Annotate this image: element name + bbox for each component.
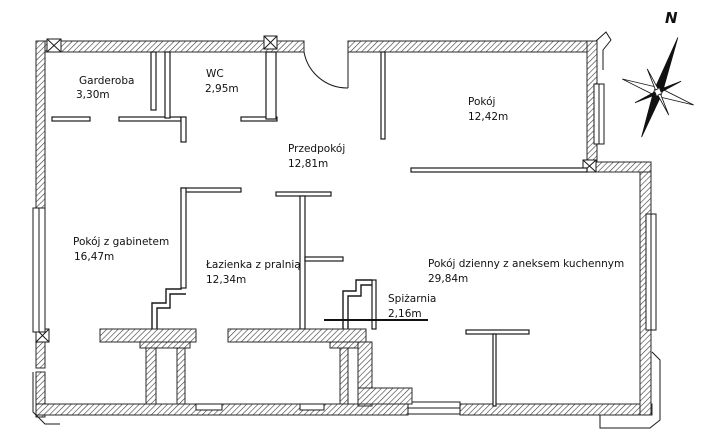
compass-point-e: [659, 89, 694, 106]
shafts: [145, 341, 413, 407]
compass-diag-4: [646, 68, 659, 91]
wall-left-lower: [35, 371, 46, 418]
steps-pantry: [342, 279, 372, 329]
label-wc-area: 2,95m: [205, 83, 239, 95]
steps-pantry-inner: [347, 284, 372, 329]
shaft-left-2: [176, 347, 186, 405]
label-pokoj-dzienny-area: 29,84m: [428, 273, 468, 285]
north-letter: N: [665, 9, 678, 27]
wall-pantry-right: [371, 279, 377, 330]
wall-wc-bottom: [240, 116, 278, 122]
wall-top-right: [347, 40, 597, 53]
compass-diag-1: [659, 80, 682, 93]
duct-1: [195, 403, 223, 411]
room-labels: Garderoba 3,30m WC 2,95m Pokój 12,42m Pr…: [73, 68, 624, 320]
kitchen-leg: [492, 333, 497, 407]
steps-bath: [151, 288, 182, 329]
wall-left-upper: [35, 40, 46, 209]
north-arrow-icon: N: [622, 9, 694, 138]
duct-2: [299, 403, 325, 411]
label-garderoba-area: 3,30m: [76, 89, 110, 101]
wall-pokoj-bottom: [410, 167, 588, 173]
entrance-door: [303, 51, 349, 89]
wall-pokoj-left: [380, 51, 386, 140]
wall-wc-left: [164, 51, 171, 119]
lintel-mid: [227, 328, 367, 343]
label-lazienka-area: 12,34m: [206, 274, 246, 286]
lintel-bath-low: [139, 341, 191, 349]
bay-bottom-right: [599, 351, 661, 429]
label-garderoba-name: Garderoba: [79, 75, 134, 87]
label-spizarnia-area: 2,16m: [388, 308, 422, 320]
steps-bath-inner: [156, 293, 186, 329]
bay-bottom-left: [32, 372, 60, 425]
label-wc-name: WC: [206, 68, 224, 80]
balcony-top-right: [595, 31, 612, 70]
duct-openings: [195, 403, 325, 411]
shaft-left: [145, 347, 157, 405]
wall-garderoba-bottom2: [118, 116, 182, 122]
kitchen-counter: [465, 329, 530, 335]
wall-bath-shelf: [304, 256, 344, 262]
wall-step: [586, 161, 652, 173]
lintel-walls: [99, 328, 367, 349]
wall-bath-top-left: [180, 187, 242, 193]
label-przedpokoj-area: 12,81m: [288, 158, 328, 170]
compass-diag-2: [634, 91, 657, 104]
wall-wc-stub: [180, 116, 187, 143]
lintel-left: [99, 328, 197, 343]
label-pokoj-name: Pokój: [468, 96, 495, 108]
wall-bath-right: [299, 195, 306, 330]
compass-point-s: [641, 93, 661, 138]
windows: [32, 31, 661, 429]
compass-point-n: [655, 37, 679, 91]
wall-bath-left: [180, 187, 187, 289]
label-przedpokoj-name: Przedpokój: [288, 143, 345, 155]
wall-bottom-right: [459, 403, 653, 416]
label-pokoj-gabinet-area: 16,47m: [74, 251, 114, 263]
label-lazienka-name: Łazienka z pralnią: [205, 259, 301, 271]
wall-garderoba-right: [150, 51, 157, 111]
label-pokoj-dzienny-name: Pokój dzienny z aneksem kuchennym: [428, 258, 624, 270]
shaft-pantry-top: [357, 387, 413, 405]
wall-wc-right: [265, 51, 277, 120]
door-arc: [303, 51, 349, 89]
wall-garderoba-bottom: [51, 116, 91, 122]
shaft-mid: [339, 347, 349, 405]
label-pokoj-area: 12,42m: [468, 111, 508, 123]
stepped-shelves: [151, 279, 372, 329]
wall-bath-top-right: [275, 191, 332, 197]
interior-walls: [51, 51, 588, 407]
label-spizarnia-name: Spiżarnia: [388, 293, 436, 305]
label-pokoj-gabinet-name: Pokój z gabinetem: [73, 236, 169, 248]
compass-point-w: [622, 78, 657, 95]
compass-diag-3: [657, 93, 670, 116]
